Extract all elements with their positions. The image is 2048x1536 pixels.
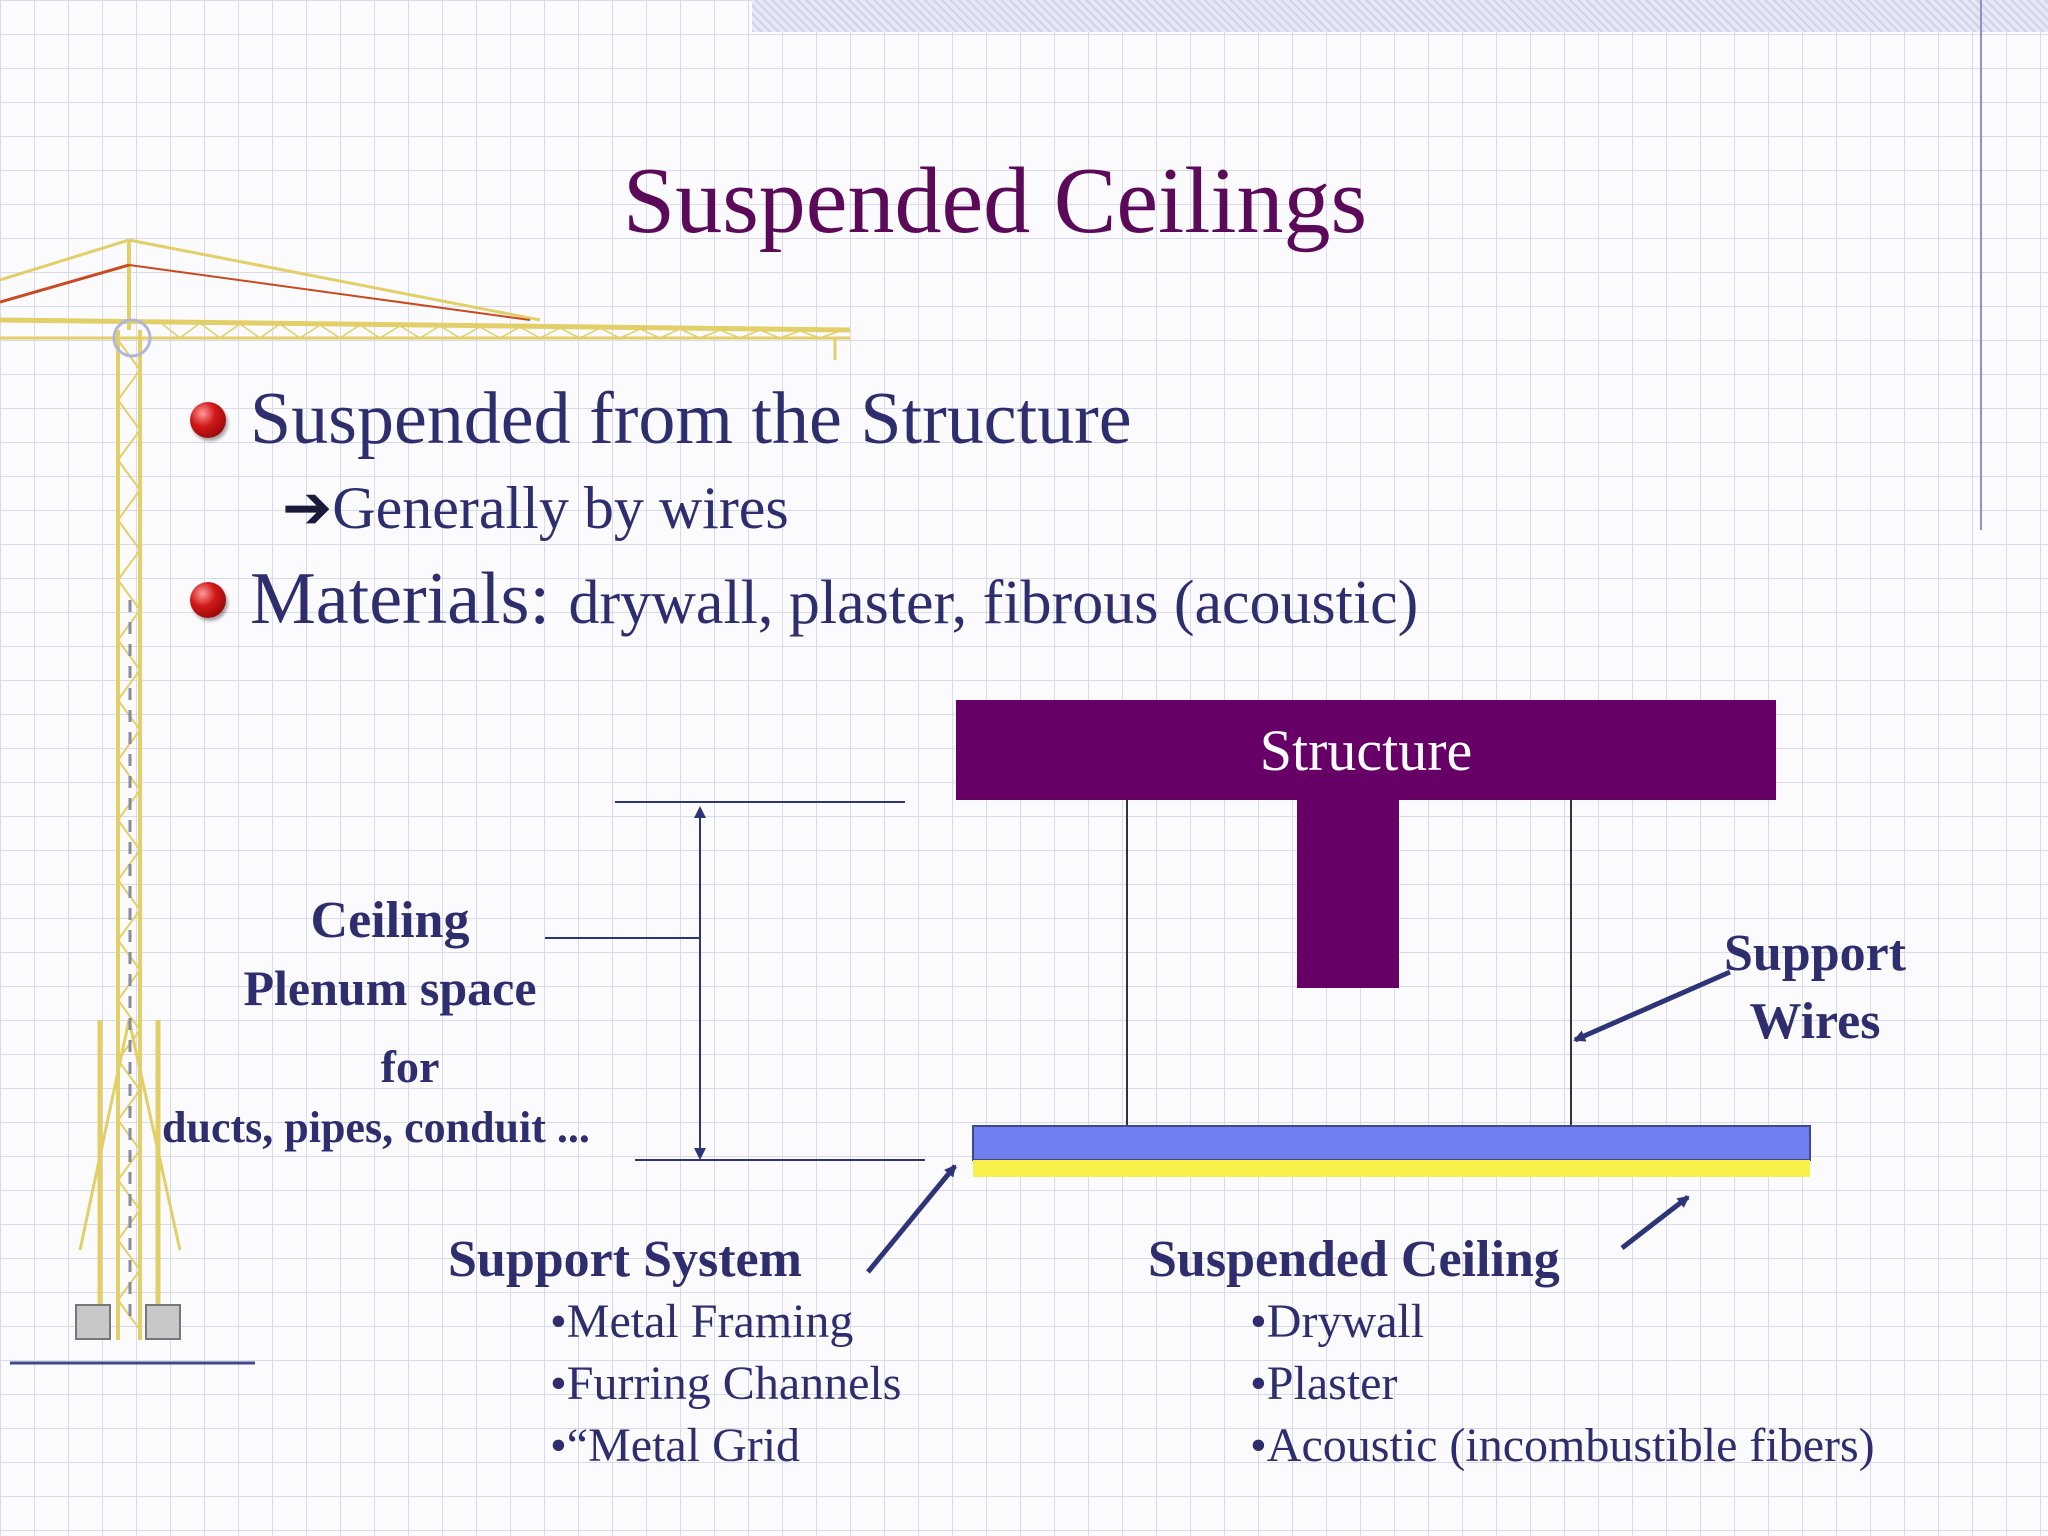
bullet-1-subitem: ➔Generally by wires bbox=[282, 478, 789, 538]
bullet-2-text: Materials: drywall, plaster, fibrous (ac… bbox=[250, 562, 1418, 636]
support-system-arrow bbox=[866, 1164, 957, 1274]
suspended-ceiling-item-1: •Drywall bbox=[1250, 1295, 1425, 1348]
top-decorative-band bbox=[752, 0, 2048, 32]
plenum-label-line3: for bbox=[380, 1041, 440, 1092]
plenum-label-line2: Plenum space bbox=[243, 960, 537, 1016]
structure-label: Structure bbox=[1259, 718, 1473, 783]
suspended-ceiling-heading: Suspended Ceiling bbox=[1148, 1231, 1560, 1288]
bullet-1-text: Suspended from the Structure bbox=[250, 378, 1132, 460]
plenum-label-line4: ducts, pipes, conduit ... bbox=[162, 1103, 590, 1152]
support-wires-label-line1: Support bbox=[1723, 925, 1907, 982]
structure-beam bbox=[956, 700, 1776, 800]
ceiling-board bbox=[972, 1125, 1811, 1161]
ceiling-finish bbox=[973, 1160, 1810, 1177]
support-wires-label-line2: Wires bbox=[1749, 993, 1881, 1050]
suspended-ceiling-item-2: •Plaster bbox=[1250, 1357, 1398, 1410]
bullet-2-label: Materials: bbox=[250, 558, 551, 640]
support-wires-arrow bbox=[1573, 969, 1732, 1043]
plenum-label-line1: Ceiling bbox=[310, 892, 470, 949]
crane-illustration bbox=[0, 238, 851, 1365]
structure-stem bbox=[1297, 800, 1399, 988]
right-vertical-rule bbox=[1980, 0, 1982, 530]
bullet-2-marker bbox=[190, 582, 226, 618]
suspended-ceiling-item-3: •Acoustic (incombustible fibers) bbox=[1250, 1419, 1875, 1472]
bullet-1-subitem-text: Generally by wires bbox=[332, 475, 789, 541]
support-system-item-3: •“Metal Grid bbox=[550, 1419, 801, 1472]
bullet-1-marker bbox=[190, 402, 226, 438]
suspended-ceiling-arrow bbox=[1620, 1195, 1690, 1250]
support-system-item-2: •Furring Channels bbox=[550, 1357, 902, 1410]
slide-title: Suspended Ceilings bbox=[622, 149, 1368, 253]
arrow-right-icon: ➔ bbox=[282, 473, 333, 543]
support-system-heading: Support System bbox=[448, 1231, 802, 1288]
bullet-2-detail: drywall, plaster, fibrous (acoustic) bbox=[568, 569, 1419, 637]
support-system-item-1: •Metal Framing bbox=[550, 1295, 854, 1348]
